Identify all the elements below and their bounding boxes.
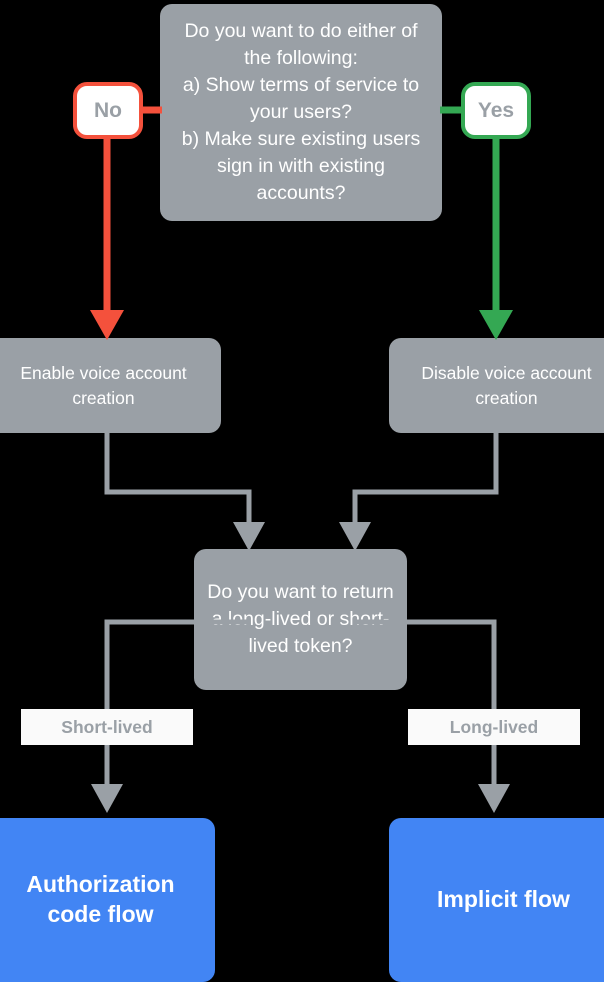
edge-disable-arrowhead [339, 522, 371, 551]
terminal-node-implicit-flow: Implicit flow [389, 818, 604, 982]
choice-yes[interactable]: Yes [461, 82, 531, 139]
edge-auth-code-arrowhead [91, 784, 123, 813]
edge-token-to-implicit [355, 619, 497, 790]
terminal-node-authorization-code-flow: Authorization code flow [0, 818, 215, 982]
edge-label-long-lived: Long-lived [408, 709, 580, 745]
edge-no-arrowhead [90, 310, 124, 340]
edge-implicit-arrowhead [478, 784, 510, 813]
decision-node-terms-and-existing-users: Do you want to do either of the followin… [160, 4, 442, 221]
choice-no[interactable]: No [73, 82, 143, 139]
edge-label-short-lived: Short-lived [21, 709, 193, 745]
edge-yes-arrowhead [479, 310, 513, 340]
edge-disable-to-token [352, 433, 499, 528]
process-node-disable-voice-account-creation: Disable voice account creation [389, 338, 604, 433]
process-node-enable-voice-account-creation: Enable voice account creation [0, 338, 221, 433]
edge-enable-to-token [104, 433, 252, 528]
edge-enable-arrowhead [233, 522, 265, 551]
edge-token-to-auth-code [104, 619, 249, 790]
